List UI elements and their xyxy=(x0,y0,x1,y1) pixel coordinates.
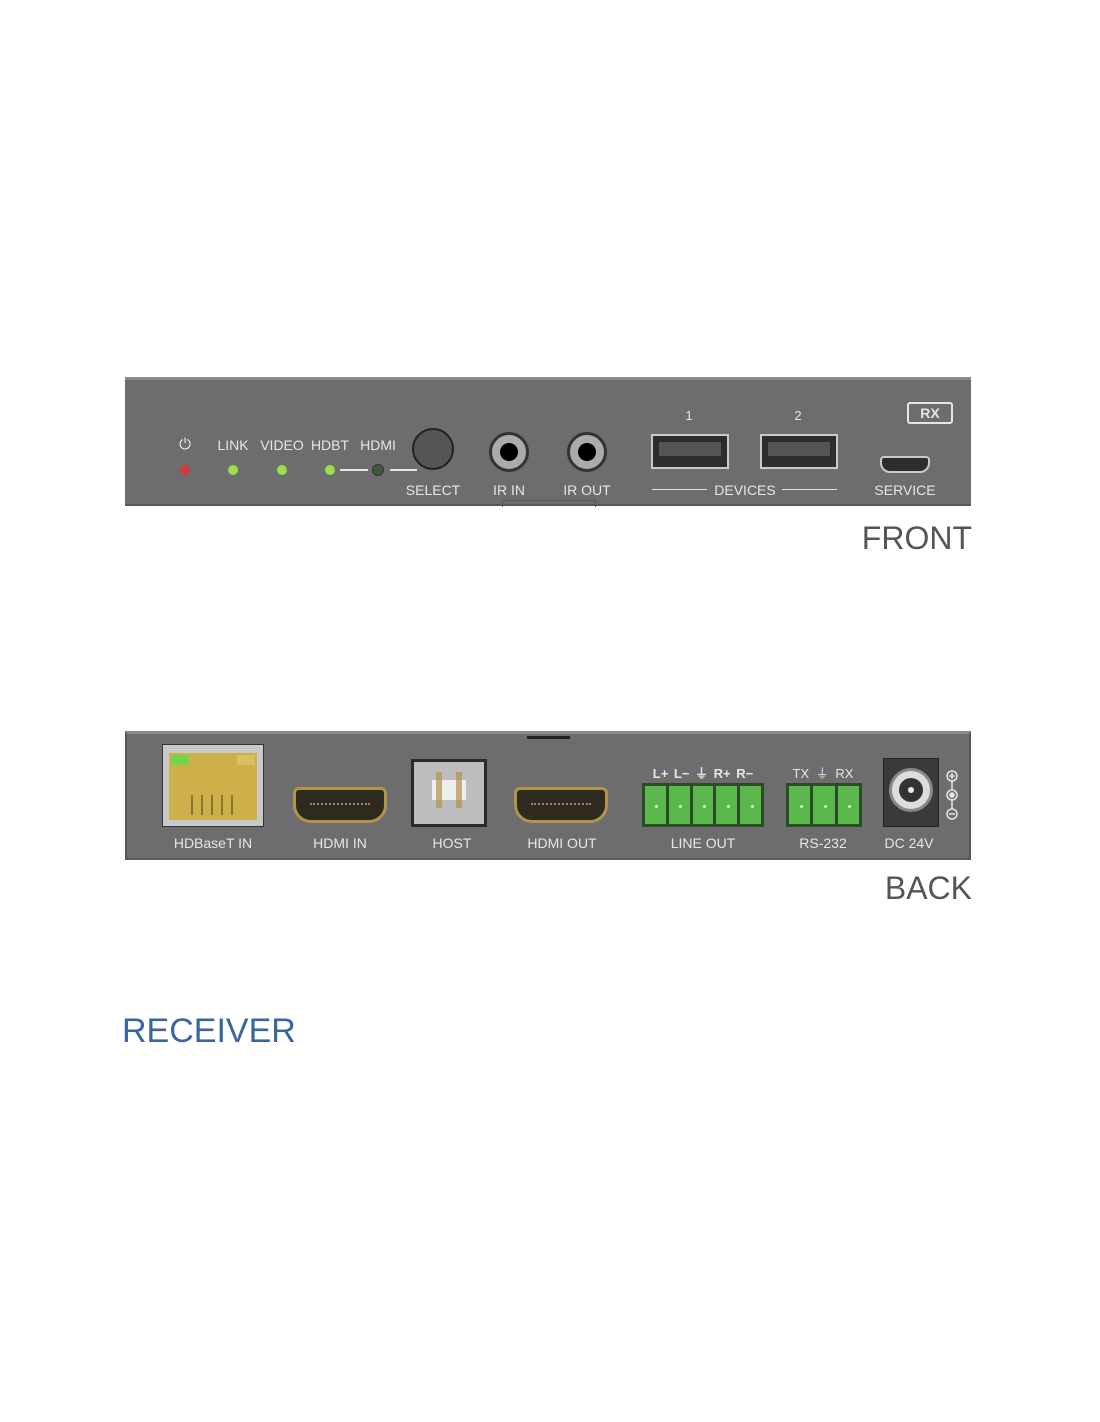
hdmi-out-port[interactable] xyxy=(514,787,608,823)
divider xyxy=(652,489,707,490)
led-label-video: VIDEO xyxy=(260,437,304,453)
power-led xyxy=(180,465,190,475)
divider xyxy=(340,469,368,471)
led-label-hdbt: HDBT xyxy=(310,437,350,453)
front-tab xyxy=(502,500,596,507)
ir-out-label: IR OUT xyxy=(563,482,611,498)
back-title: BACK xyxy=(884,870,972,906)
line-out-label: LINE OUT xyxy=(670,835,736,851)
hdmi-in-port[interactable] xyxy=(293,787,387,823)
service-label: SERVICE xyxy=(874,482,936,498)
front-panel xyxy=(125,377,971,506)
video-led xyxy=(277,465,287,475)
power-icon: ⏻ xyxy=(179,436,191,453)
rj45-link-led xyxy=(171,755,189,765)
ir-in-jack[interactable] xyxy=(489,432,529,472)
devices-label: DEVICES xyxy=(714,482,776,498)
line-out-terminal[interactable] xyxy=(642,783,764,827)
hdbt-led xyxy=(325,465,335,475)
back-tab xyxy=(527,736,570,739)
usb1-number: 1 xyxy=(685,408,693,423)
dc-24v-label: DC 24V xyxy=(884,835,934,851)
led-label-link: LINK xyxy=(217,437,249,453)
host-label: HOST xyxy=(432,835,472,851)
rs232-pin-labels: TX ⏚ RX xyxy=(792,766,854,781)
usb-port-2[interactable] xyxy=(760,434,838,469)
polarity-icon xyxy=(945,770,959,820)
rj45-activity-led xyxy=(237,755,255,765)
ir-in-label: IR IN xyxy=(493,482,525,498)
usb2-number: 2 xyxy=(794,408,802,423)
hdmi-led xyxy=(372,464,384,476)
usb-b-host-port[interactable] xyxy=(411,759,487,827)
micro-usb-service-port[interactable] xyxy=(880,456,930,473)
select-label: SELECT xyxy=(405,482,461,498)
front-title: FRONT xyxy=(861,520,972,556)
dc-power-jack[interactable] xyxy=(883,758,939,827)
receiver-caption: RECEIVER xyxy=(122,1012,296,1050)
ir-out-jack[interactable] xyxy=(567,432,607,472)
hdmi-in-label: HDMI IN xyxy=(313,835,367,851)
led-label-hdmi: HDMI xyxy=(360,437,396,453)
select-button[interactable] xyxy=(412,428,454,470)
divider xyxy=(390,469,417,471)
rj45-hdbaset-port[interactable] xyxy=(162,744,264,827)
line-out-pin-labels: L+ L− ⏚ R+ R− xyxy=(652,766,754,781)
rs232-terminal[interactable] xyxy=(786,783,862,827)
divider xyxy=(782,489,837,490)
link-led xyxy=(228,465,238,475)
hdmi-out-label: HDMI OUT xyxy=(527,835,597,851)
rs232-label: RS-232 xyxy=(799,835,847,851)
rx-badge: RX xyxy=(907,402,953,424)
hdbaset-in-label: HDBaseT IN xyxy=(173,835,253,851)
usb-port-1[interactable] xyxy=(651,434,729,469)
